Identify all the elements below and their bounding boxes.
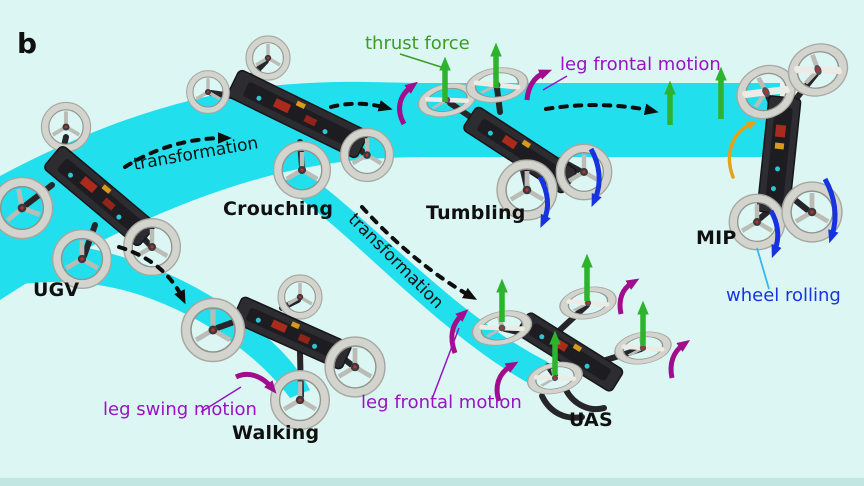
robot-tumbling-illustration <box>415 64 611 220</box>
panel-label: b <box>17 27 38 60</box>
mode-label-crouching: Crouching <box>223 198 334 220</box>
dashed-arrow-ugv-to-walking <box>117 245 186 305</box>
robot-ugv-illustration <box>0 102 180 288</box>
dashed-arrow-crouching-to-tumbling <box>329 100 393 112</box>
wheel-rolling-arrows <box>537 147 839 259</box>
leg-swing-leader <box>200 386 242 413</box>
leg-swing-arrow <box>234 371 277 394</box>
mode-label-uas: UAS <box>569 409 613 431</box>
annotation-wheel-rolling: wheel rolling <box>726 285 841 306</box>
annotation-leg-frontal-motion-lower: leg frontal motion <box>361 392 522 413</box>
mode-label-ugv: UGV <box>33 279 80 301</box>
leg-frontal-lower-leader <box>431 327 460 400</box>
leg-frontal-upper-leader <box>542 75 568 91</box>
wheel-rolling-leader <box>756 247 770 290</box>
mip-orange-hint-arrow <box>727 121 758 179</box>
leg-motion-arrows <box>234 69 691 402</box>
leader-lines <box>200 53 770 413</box>
mode-label-walking: Walking <box>232 422 320 444</box>
thrust-force-leader <box>399 53 442 68</box>
transformation-arrows <box>117 100 659 305</box>
robot-mip-illustration <box>728 36 855 250</box>
annotation-leg-swing-motion: leg swing motion <box>103 399 257 420</box>
annotation-thrust-force: thrust force <box>365 33 470 54</box>
mode-label-mip: MIP <box>696 227 737 249</box>
robot-walking-illustration <box>182 275 385 429</box>
annotation-leg-frontal-motion-upper: leg frontal motion <box>560 54 721 75</box>
mode-label-tumbling: Tumbling <box>426 202 526 224</box>
bottom-edge-strip <box>0 478 864 486</box>
robot-crouching-illustration <box>187 36 394 198</box>
dashed-arrow-crouching-to-uas <box>360 205 478 300</box>
band-main-swoosh <box>0 81 780 301</box>
uas-landing-skids <box>539 387 607 421</box>
thrust-force-arrows <box>439 42 727 375</box>
